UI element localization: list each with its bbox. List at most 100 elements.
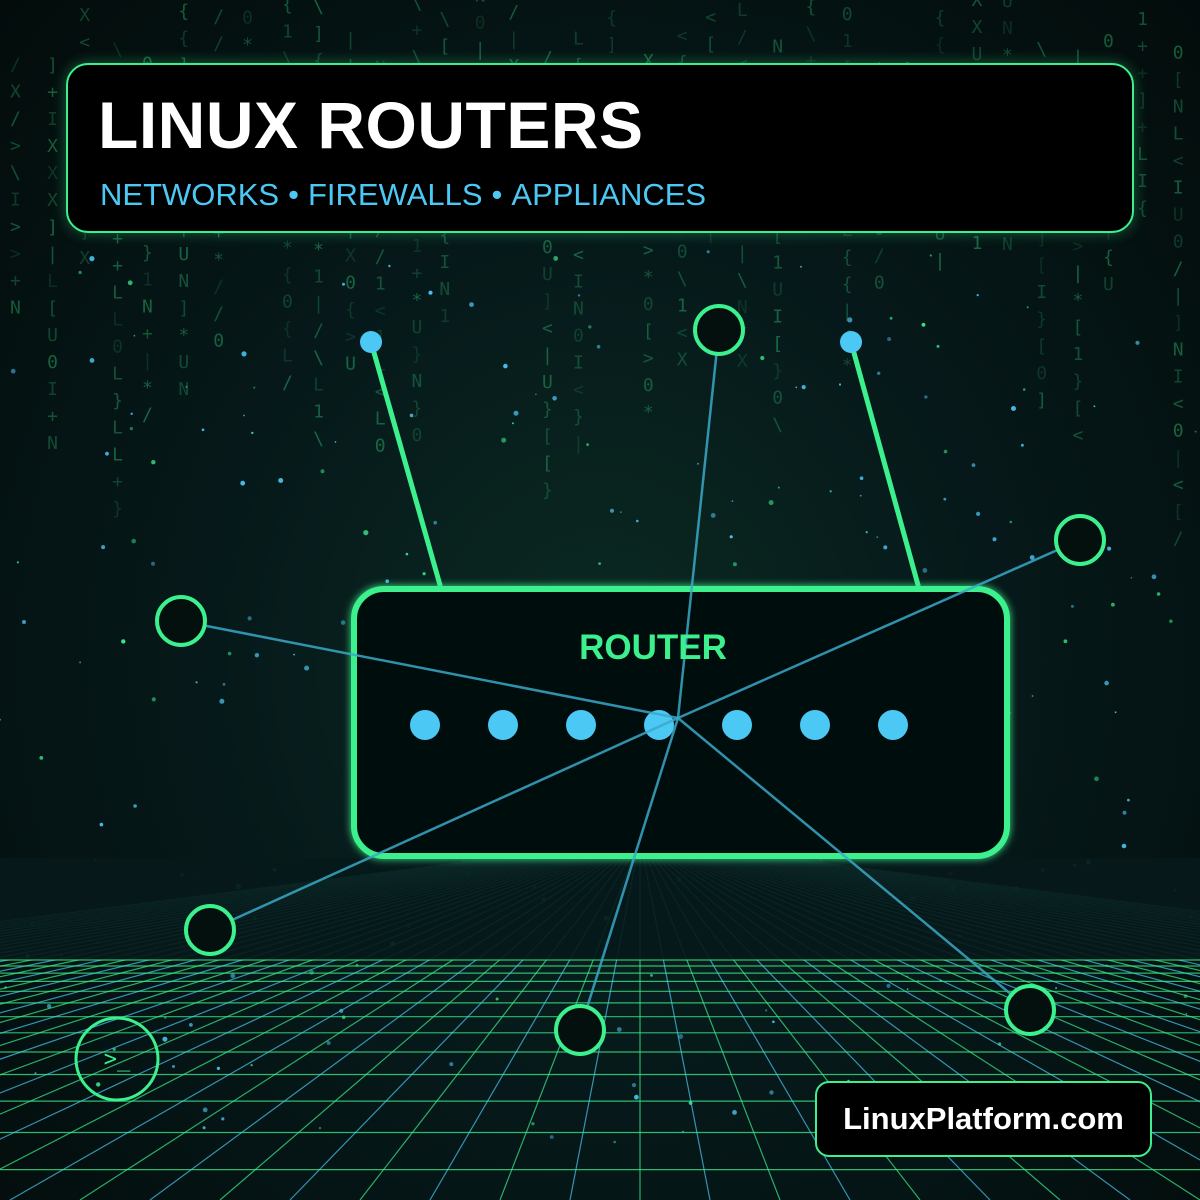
subtitle-item-firewalls: FIREWALLS [307,177,483,212]
star [801,385,806,390]
matrix-glyph: 1 [972,233,983,254]
star [99,822,104,827]
star [342,282,345,286]
matrix-glyph: | [1073,263,1084,284]
matrix-glyph: X [47,190,58,211]
star [334,441,337,443]
matrix-glyph: 1 [1137,9,1148,30]
matrix-glyph: L [112,363,123,384]
matrix-glyph: | [842,301,853,322]
star [10,368,16,374]
matrix-glyph: > [1073,236,1084,257]
matrix-glyph: ] [47,217,58,238]
matrix-glyph: / [213,277,224,298]
matrix-glyph: N [439,279,450,300]
matrix-glyph: U [935,223,946,244]
star [503,363,508,369]
star [971,463,976,467]
matrix-glyph: U [178,244,189,265]
star [620,511,622,513]
terminal-prompt: >_ [104,1047,131,1072]
star [1063,639,1068,644]
star [320,469,325,474]
star [162,1036,168,1042]
matrix-glyph: / [282,373,293,394]
router-port [410,710,440,740]
matrix-glyph: < [79,32,90,53]
matrix-glyph: [ [1073,317,1084,338]
antenna-right [848,339,921,588]
star [1156,592,1161,596]
star [230,973,236,979]
antenna-left [368,339,443,588]
matrix-glyph: 0 [345,272,356,293]
matrix-glyph: N [1173,340,1184,361]
matrix-glyph: X [10,82,21,103]
matrix-glyph: 0 [874,272,885,293]
matrix-glyph: + [142,324,153,345]
matrix-glyph: / [1173,259,1184,280]
matrix-glyph: + [1137,63,1148,84]
star [922,568,928,573]
matrix-glyph: / [737,27,748,48]
matrix-glyph: \ [806,23,817,44]
star [79,661,82,664]
matrix-glyph: * [282,238,293,259]
matrix-glyph: / [213,34,224,55]
router-port [488,710,518,740]
router-label: ROUTER [579,628,727,667]
star [859,494,862,497]
star [127,280,133,286]
matrix-glyph: 0 [282,292,293,313]
star [385,579,390,583]
star [34,1072,37,1075]
matrix-glyph: { [1137,198,1148,219]
matrix-glyph: 1 [439,306,450,327]
matrix-glyph: [ [439,36,450,57]
matrix-glyph: | [508,29,519,50]
matrix-glyph: } [573,406,584,427]
matrix-glyph: \ [412,0,423,14]
star [1127,798,1130,802]
matrix-glyph: { [935,34,946,55]
matrix-glyph: < [677,26,688,47]
star [201,428,205,432]
star [588,325,592,329]
terminal-icon: >_ [74,1016,160,1102]
star [976,294,979,297]
matrix-glyph: < [375,301,386,322]
matrix-glyph: \ [313,428,324,449]
matrix-glyph: ] [313,23,324,44]
matrix-glyph: } [142,243,153,264]
matrix-glyph: { [282,265,293,286]
matrix-glyph: [ [1173,502,1184,523]
star [1020,443,1024,447]
star [729,535,733,539]
matrix-glyph: | [1173,448,1184,469]
matrix-glyph: > [643,348,654,369]
matrix-glyph: * [142,378,153,399]
star [865,531,868,534]
matrix-glyph: 1 [375,274,386,295]
network-link [578,717,680,1031]
star [46,1004,52,1009]
subtitle: NETWORKS•FIREWALLS•APPLIANCES [100,175,706,215]
matrix-glyph: U [1173,205,1184,226]
matrix-glyph: + [47,82,58,103]
star [1130,577,1133,579]
matrix-glyph: * [313,239,324,260]
star [449,1062,454,1067]
matrix-glyph: L [112,417,123,438]
star [251,431,254,435]
star [16,561,19,564]
matrix-glyph: > [10,136,21,157]
matrix-glyph: I [1173,367,1184,388]
network-link [209,716,679,932]
site-badge[interactable]: LinuxPlatform.com [815,1081,1152,1157]
star [363,530,369,536]
matrix-glyph: X [737,351,748,372]
matrix-glyph: I [573,352,584,373]
matrix-glyph: [ [772,225,783,246]
matrix-glyph: < [573,379,584,400]
star [777,486,780,489]
